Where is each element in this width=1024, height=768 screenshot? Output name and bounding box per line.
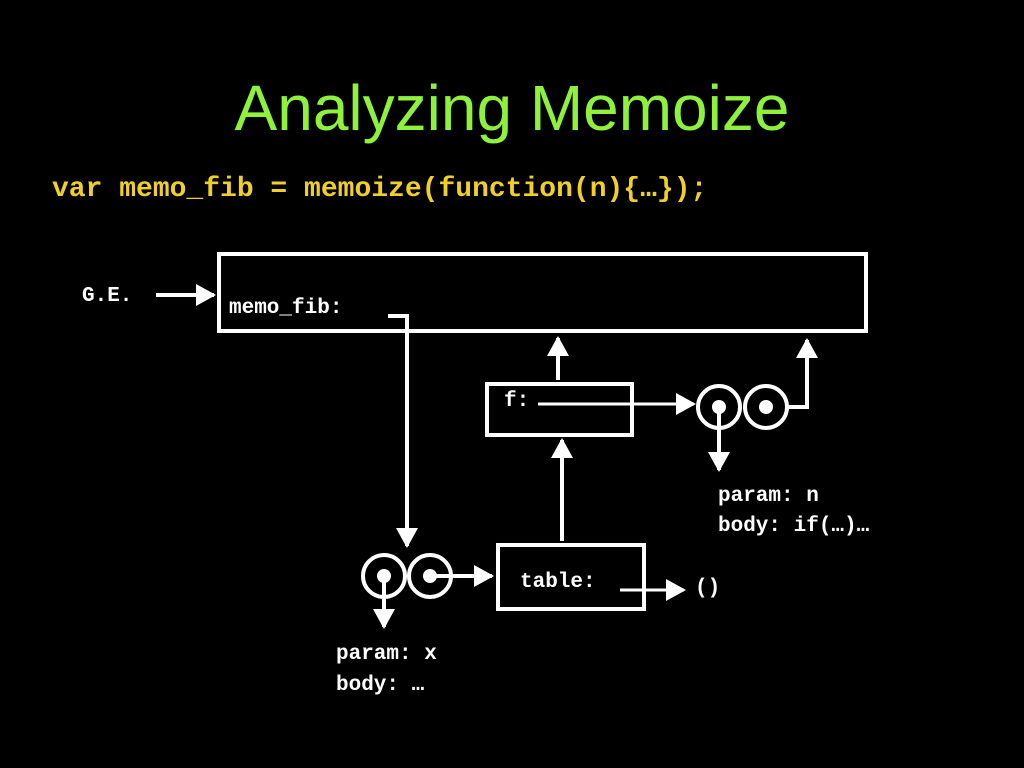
outer-closure-body-label: body: … [336,674,425,697]
inner-closure-param-label: param: n [718,485,819,508]
global-frame-box [217,252,868,333]
inner-closure-body-label: body: if(…)… [718,515,870,538]
code-line: var memo_fib = memoize(function(n){…}); [52,174,708,205]
table-binding-label: table: [520,571,596,594]
outer-closure-left-dot [377,569,391,583]
f-binding-label: f: [504,390,530,413]
memo-fib-binding-label: memo_fib: [229,297,343,320]
outer-closure-right-dot [423,569,437,583]
inner-closure-env-arrow [787,338,818,409]
inner-closure-right-circle [743,384,789,430]
memo-fib-arrow [388,314,418,548]
outer-closure-left-circle [361,553,407,599]
table-frame-box [496,543,646,611]
table-value-label: () [695,577,721,600]
inner-frame-box [485,382,634,437]
outer-closure-param-label: param: x [336,643,437,666]
outer-closure-right-circle [407,553,453,599]
inner-closure-left-circle [696,384,742,430]
global-env-label: G.E. [82,285,133,308]
inner-closure-left-dot [712,400,726,414]
slide-title: Analyzing Memoize [234,72,790,144]
inner-closure-right-dot [759,400,773,414]
